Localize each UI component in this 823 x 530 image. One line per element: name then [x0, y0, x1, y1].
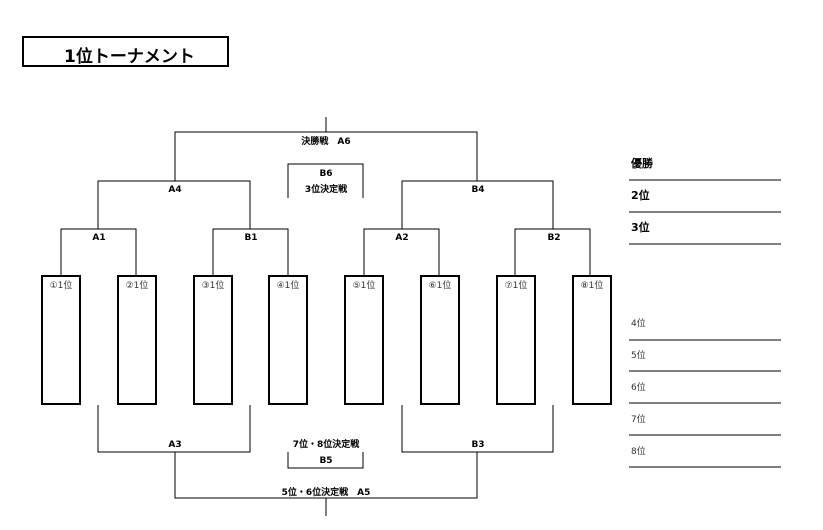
quarter-b1-connector [212, 228, 289, 276]
seventh-place-label: 7位・8位決定戦 [293, 438, 361, 450]
team-slot-label-3: ③1位 [202, 279, 225, 291]
team-slot-2 [117, 275, 157, 405]
rank-4-label: 4位 [631, 317, 646, 329]
consolation-a3-label: A3 [168, 440, 181, 450]
final-match-label: 決勝戦 A6 [301, 135, 350, 147]
team-slot-label-4: ④1位 [277, 279, 300, 291]
semi-right-label: B4 [471, 185, 484, 195]
team-slot-5 [344, 275, 384, 405]
final-connector [174, 131, 478, 181]
team-slot-4 [268, 275, 308, 405]
rank-3-label: 3位 [631, 220, 650, 234]
rank-6-label: 6位 [631, 381, 646, 393]
consolation-b3-label: B3 [471, 440, 484, 450]
consolation-a3-connector [97, 405, 251, 453]
third-place-connector [287, 163, 364, 198]
quarter-a1-label: A1 [92, 233, 105, 243]
rank-2-label: 2位 [631, 188, 650, 202]
team-slot-label-7: ⑦1位 [505, 279, 528, 291]
semi-right-connector [401, 180, 554, 229]
team-slot-1 [41, 275, 81, 405]
rank-7-label: 7位 [631, 413, 646, 425]
page-title: 1位トーナメント [64, 47, 195, 67]
team-slot-7 [496, 275, 536, 405]
title-box: 1位トーナメント [22, 36, 229, 67]
semi-left-connector [97, 180, 251, 229]
team-slot-label-8: ⑧1位 [581, 279, 604, 291]
quarter-b2-label: B2 [547, 233, 560, 243]
third-place-match-id: B6 [319, 169, 332, 179]
seventh-place-match-id: B5 [319, 456, 332, 466]
quarter-a1-connector [60, 228, 137, 276]
team-slot-label-5: ⑤1位 [353, 279, 376, 291]
rank-champion-label: 優勝 [630, 156, 654, 170]
quarter-b1-label: B1 [244, 233, 257, 243]
semi-left-label: A4 [168, 185, 181, 195]
quarter-a2-label: A2 [395, 233, 408, 243]
team-slot-8 [572, 275, 612, 405]
seventh-place-connector [287, 452, 364, 469]
fifth-place-label: 5位・6位決定戦 A5 [282, 486, 371, 498]
team-slot-6 [420, 275, 460, 405]
quarter-b2-connector [514, 228, 591, 276]
third-place-label: 3位決定戦 [305, 183, 348, 195]
team-slot-3 [193, 275, 233, 405]
rank-5-label: 5位 [631, 349, 646, 361]
rank-8-label: 8位 [631, 445, 646, 457]
team-slot-label-2: ②1位 [126, 279, 149, 291]
team-slot-label-6: ⑥1位 [429, 279, 452, 291]
team-slot-label-1: ①1位 [50, 279, 73, 291]
quarter-a2-connector [363, 228, 440, 276]
